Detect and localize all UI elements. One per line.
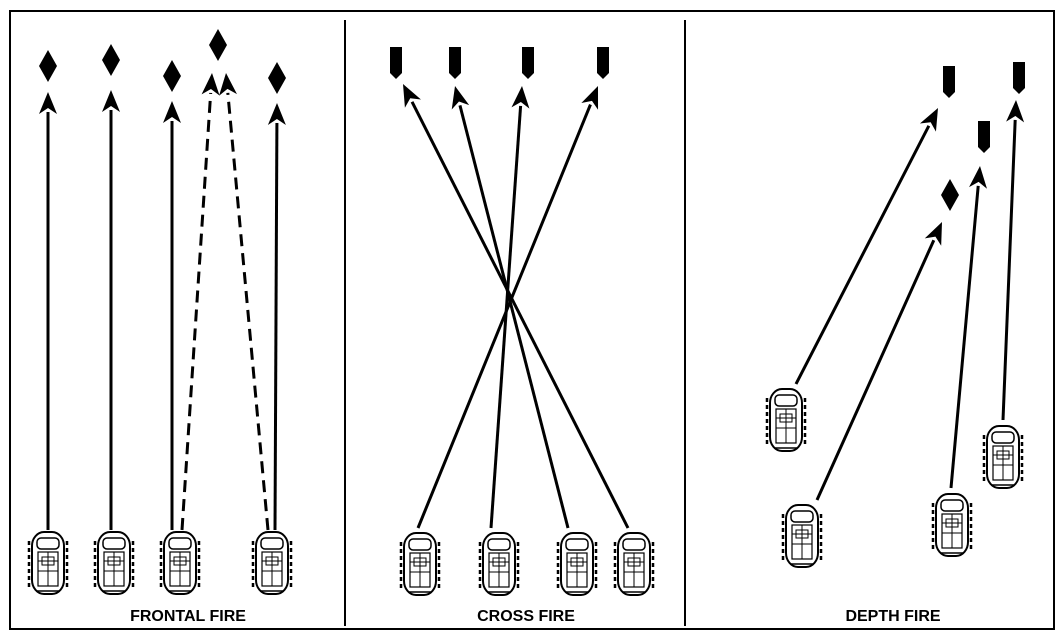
- cross-target-1: [390, 47, 402, 79]
- frontal-target-5: [268, 62, 286, 94]
- frontal-line-1: [39, 92, 57, 530]
- frontal-line-6-head: [267, 103, 286, 126]
- frontal-target-3: [163, 60, 181, 92]
- frontal-target-2: [102, 44, 120, 76]
- engagement-lines: [39, 73, 1025, 531]
- frontal-line-1-head: [39, 92, 57, 114]
- depth-target-3: [978, 121, 990, 153]
- frontal-target-4: [209, 29, 227, 61]
- cross-target-4: [597, 47, 609, 79]
- depth-line-2-shaft: [1001, 119, 1017, 421]
- frontal-line-4-head: [201, 73, 220, 96]
- depth-target-1: [943, 66, 955, 98]
- frontal-vehicle-3: [159, 530, 201, 596]
- depth-vehicle-2: [982, 424, 1024, 490]
- cross-line-1-head: [581, 86, 599, 110]
- frontal-line-2: [102, 90, 120, 530]
- frontal-line-6: [267, 103, 286, 531]
- frontal-line-4-shaft: [180, 92, 213, 531]
- frontal-fire-title: FRONTAL FIRE: [130, 608, 246, 625]
- depth-vehicle-1: [765, 387, 807, 453]
- frontal-line-3: [163, 101, 181, 530]
- cross-vehicle-4: [613, 531, 655, 597]
- depth-line-3-shaft: [949, 185, 980, 489]
- frontal-line-2-head: [102, 90, 120, 112]
- cross-target-3: [522, 47, 534, 79]
- frontal-line-6-shaft: [273, 122, 279, 531]
- frontal-line-4: [180, 73, 220, 531]
- cross-target-2: [449, 47, 461, 79]
- depth-line-2: [1001, 100, 1025, 421]
- cross-line-2: [489, 86, 530, 529]
- depth-line-1-head: [919, 108, 938, 132]
- cross-fire-title: CROSS FIRE: [477, 608, 575, 625]
- depth-line-3-head: [969, 166, 987, 189]
- cross-line-2-shaft: [489, 105, 523, 529]
- cross-line-1-shaft: [416, 103, 592, 529]
- cross-line-4: [403, 84, 630, 529]
- frontal-vehicle-1: [27, 530, 69, 596]
- cross-line-1: [416, 86, 599, 529]
- frontal-target-1: [39, 50, 57, 82]
- cross-line-2-head: [511, 86, 530, 109]
- outer-frame: [9, 10, 1055, 630]
- frontal-vehicle-2: [93, 530, 135, 596]
- cross-line-3: [451, 86, 570, 529]
- cross-line-3-shaft: [458, 105, 570, 529]
- frontal-vehicle-4: [251, 530, 293, 596]
- cross-vehicle-3: [556, 531, 598, 597]
- depth-line-2-head: [1006, 100, 1025, 123]
- depth-line-4: [815, 222, 942, 501]
- cross-line-3-head: [451, 86, 470, 110]
- depth-line-4-head: [924, 222, 942, 246]
- depth-target-4: [941, 179, 959, 211]
- frontal-line-5: [219, 73, 270, 531]
- targets: [39, 29, 1025, 211]
- depth-target-2: [1013, 62, 1025, 94]
- depth-line-1-shaft: [794, 125, 931, 385]
- cross-vehicle-2: [478, 531, 520, 597]
- depth-fire-title: DEPTH FIRE: [845, 608, 940, 625]
- vehicles: [27, 387, 1024, 597]
- cross-line-4-shaft: [410, 101, 630, 529]
- cross-line-4-head: [403, 84, 421, 108]
- depth-line-3: [949, 166, 987, 489]
- frontal-line-5-head: [219, 73, 237, 96]
- depth-line-4-shaft: [815, 239, 936, 501]
- depth-line-1: [794, 108, 938, 385]
- cross-vehicle-1: [399, 531, 441, 597]
- depth-vehicle-4: [931, 492, 973, 558]
- frontal-line-3-head: [163, 101, 181, 123]
- frontal-line-5-shaft: [226, 92, 270, 531]
- depth-vehicle-3: [781, 503, 823, 569]
